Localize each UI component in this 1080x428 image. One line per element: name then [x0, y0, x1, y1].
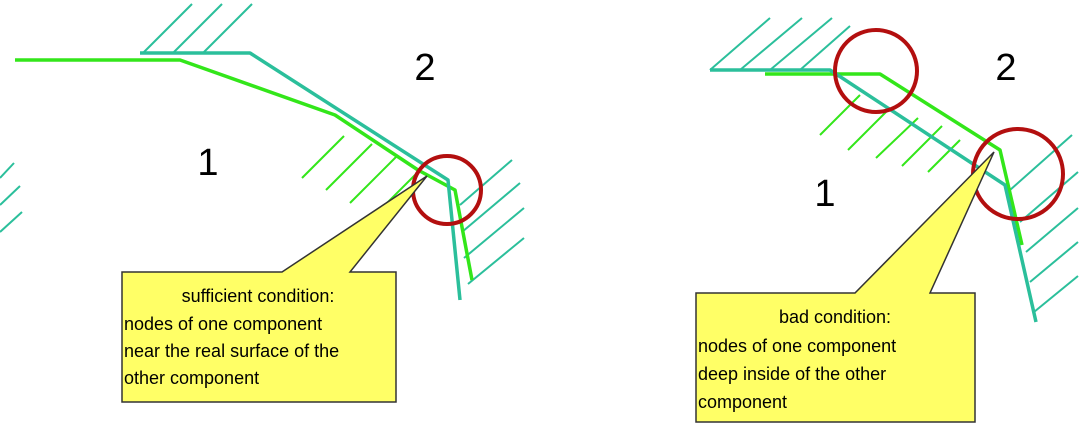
left-green-surface-line [15, 58, 474, 281]
left-teal-hatching-top [140, 3, 253, 54]
left-region-2-label: 2 [414, 47, 435, 89]
right-callout-title: bad condition: [779, 307, 891, 327]
left-panel: 2 1 sufficient condition: nodes of one c… [0, 3, 525, 403]
left-teal-hatching-right [459, 159, 525, 285]
left-highlight-circle [411, 154, 483, 226]
right-highlight-circle-top [833, 28, 919, 114]
right-teal-hatching-top [709, 17, 851, 71]
left-callout-title: sufficient condition: [182, 286, 335, 306]
right-teal-surface-line [710, 68, 1038, 323]
right-region-2-label: 2 [995, 47, 1016, 89]
left-callout-line-1: nodes of one component [124, 314, 322, 334]
right-callout-line-2: deep inside of the other [698, 364, 886, 384]
right-green-surface-line [765, 72, 1024, 246]
left-callout-line-2: near the real surface of the [124, 341, 339, 361]
left-callout-line-3: other component [124, 368, 259, 388]
right-region-1-label: 1 [814, 173, 835, 215]
right-callout-line-1: nodes of one component [698, 336, 896, 356]
right-callout-line-3: component [698, 392, 787, 412]
left-callout-box [121, 175, 428, 403]
right-green-hatching [819, 94, 961, 173]
left-green-hatching [301, 135, 421, 215]
left-region-1-label: 1 [197, 142, 218, 184]
right-panel: 2 1 bad condition: nodes of one componen… [695, 17, 1079, 423]
right-teal-hatching-right [1009, 134, 1079, 313]
left-teal-hatching-left [0, 162, 23, 233]
left-teal-surface-line [140, 51, 462, 301]
right-callout-box [695, 151, 995, 423]
